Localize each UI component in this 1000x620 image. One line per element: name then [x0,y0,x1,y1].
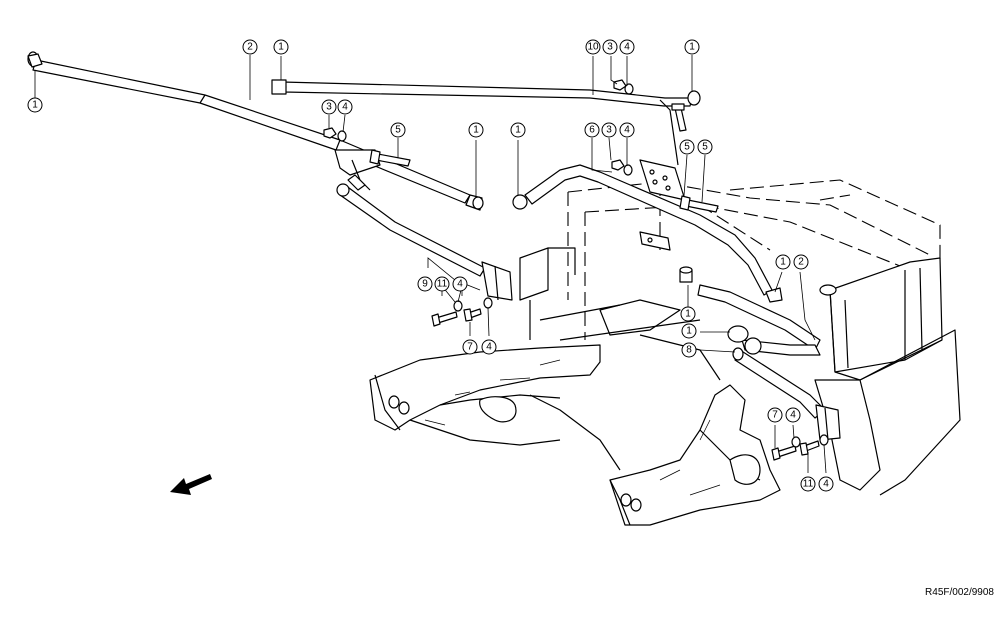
callout-text: 4 [457,279,463,290]
callout-text: 4 [486,342,492,353]
callout-4-f: 4 [785,407,801,423]
callout-text: 4 [624,42,630,53]
callout-text: 7 [772,410,778,421]
callout-text: 9 [422,279,428,290]
callout-4-a: 4 [337,99,353,115]
callout-text: 4 [790,410,796,421]
bolt-5-upper-right [671,103,687,132]
callout-text: 5 [702,142,708,153]
callout-text: 7 [467,342,473,353]
tube-bracket-left [336,183,513,301]
callout-5-a: 5 [390,122,406,138]
callout-1-g: 1 [680,306,696,322]
callout-1-a: 1 [27,97,43,113]
nut-3-mid [611,159,625,171]
callout-7-a: 7 [462,339,478,355]
callout-text: 1 [515,125,521,136]
nut-3-top [613,79,627,91]
washer-4-top [624,83,634,95]
callout-text: 11 [437,279,448,290]
callout-text: 1 [32,100,38,111]
callout-5-b: 5 [679,139,695,155]
bolt-5-left [369,149,411,167]
callout-text: 1 [685,309,691,320]
tube-clamp-left [334,149,381,191]
tube-bent-upper [512,164,783,303]
callout-text: 10 [587,42,599,53]
callout-text: 1 [278,42,284,53]
callout-9: 9 [417,276,433,292]
callout-2-b: 2 [793,254,809,270]
callout-text: 1 [473,125,479,136]
callout-3-c: 3 [601,122,617,138]
floor-crossmember [369,299,721,471]
callout-3-b: 3 [602,39,618,55]
callout-1-d: 1 [510,122,526,138]
callout-11-a: 11 [434,276,450,292]
callout-6: 6 [584,122,600,138]
frame-post [519,247,576,340]
callout-4-b: 4 [619,39,635,55]
callout-7-b: 7 [767,407,783,423]
bracket-plate [639,99,686,251]
rear-crossmember [814,257,961,496]
callout-4-g: 4 [818,476,834,492]
tube-lower-right [732,347,841,441]
callout-1-f: 1 [775,254,791,270]
callout-2-a: 2 [242,39,258,55]
callout-11-b: 11 [800,476,816,492]
reference-code: R45F/002/9908 [925,587,994,598]
callout-1-e: 1 [684,39,700,55]
callout-text: 4 [624,125,630,136]
callout-text: 3 [606,125,612,136]
tube-long-right [697,284,821,356]
callout-text: 5 [684,142,690,153]
callout-10: 10 [585,39,601,55]
nut-3-left [323,127,337,139]
callout-text: 3 [607,42,613,53]
callout-text: 3 [326,102,332,113]
callout-4-e: 4 [481,339,497,355]
callout-text: 1 [689,42,695,53]
callout-text: 4 [823,479,829,490]
callout-text: 11 [803,479,814,490]
callout-3-a: 3 [321,99,337,115]
tube-top [271,79,701,107]
callout-1-h: 1 [681,323,697,339]
direction-arrow [170,474,212,495]
front-bracket-right [609,384,781,526]
callout-text: 4 [342,102,348,113]
plug-tube-end [465,194,484,211]
bolts-right-bottom [771,434,829,461]
bolt-5-right [679,195,719,213]
callout-8: 8 [681,342,697,358]
washer-4-left [337,130,347,142]
callout-5-c: 5 [697,139,713,155]
callout-4-c: 4 [619,122,635,138]
callout-text: 8 [686,345,692,356]
plug-frame [679,266,693,283]
callout-1-c: 1 [468,122,484,138]
callout-4-d: 4 [452,276,468,292]
washer-4-mid [623,164,633,176]
callout-text: 2 [798,257,804,268]
callout-text: 2 [247,42,253,53]
plug-left-end [27,51,43,68]
rear-frame-outline [567,179,941,340]
tube-long-left [32,59,471,204]
callout-text: 6 [589,125,595,136]
callout-text: 5 [395,125,401,136]
callout-1-b: 1 [273,39,289,55]
bolts-left-bottom [431,297,493,327]
callout-text: 1 [780,257,786,268]
callout-text: 1 [686,326,692,337]
